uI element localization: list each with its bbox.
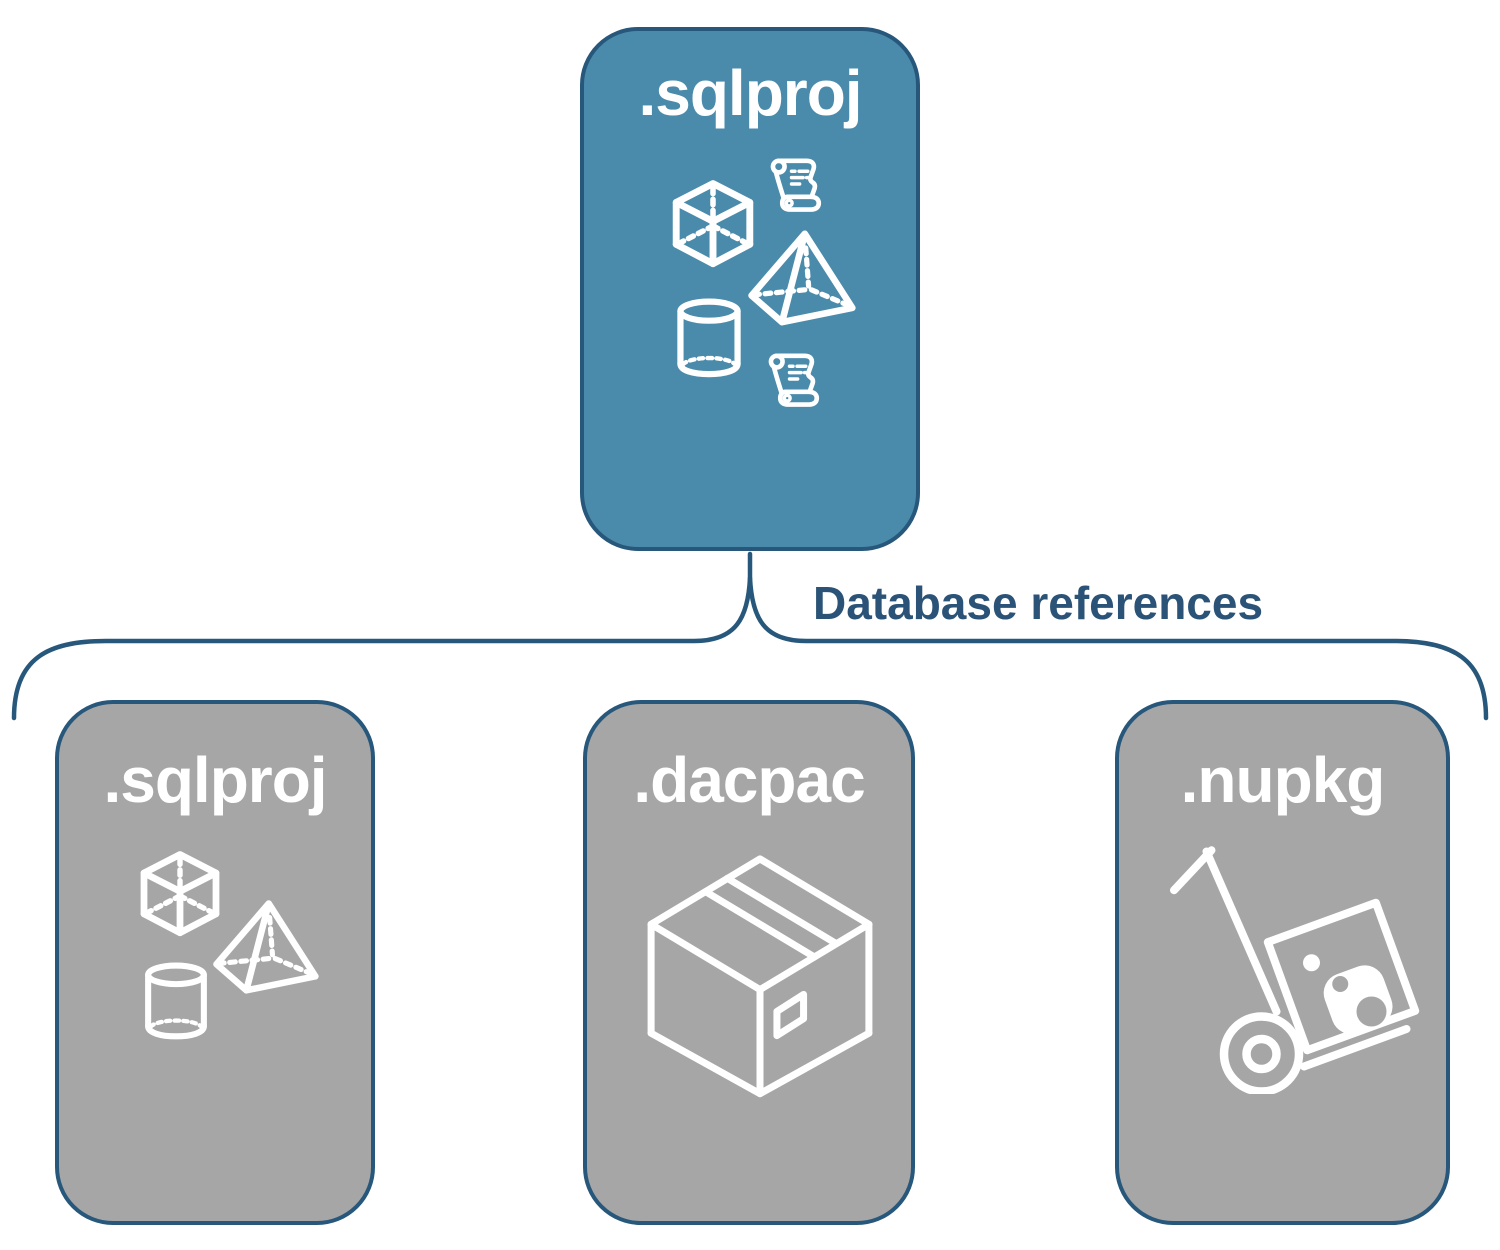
connector-label: Database references (813, 577, 1264, 629)
cylinder-icon (145, 962, 207, 1040)
cube-icon (672, 180, 754, 268)
node-child-dacpac: .dacpac (583, 700, 915, 1225)
node-child-sqlproj: .sqlproj (55, 700, 375, 1225)
node-root-sqlproj: .sqlproj (580, 27, 920, 551)
node-child-label: .sqlproj (103, 744, 327, 816)
package-box-icon (647, 855, 873, 1098)
node-child-label: .nupkg (1180, 744, 1386, 816)
node-child-label: .dacpac (633, 744, 865, 816)
nuget-hand-truck-icon (1170, 846, 1420, 1094)
node-child-nupkg: .nupkg (1115, 700, 1450, 1225)
node-root-label: .sqlproj (638, 57, 862, 129)
pyramid-icon (213, 900, 319, 994)
cube-icon (140, 851, 220, 937)
pyramid-icon (748, 230, 856, 326)
sql-script-scroll-icon (770, 158, 822, 212)
brace-connector (11, 551, 1489, 721)
sql-script-scroll-icon (768, 353, 820, 407)
cylinder-icon (677, 298, 741, 378)
